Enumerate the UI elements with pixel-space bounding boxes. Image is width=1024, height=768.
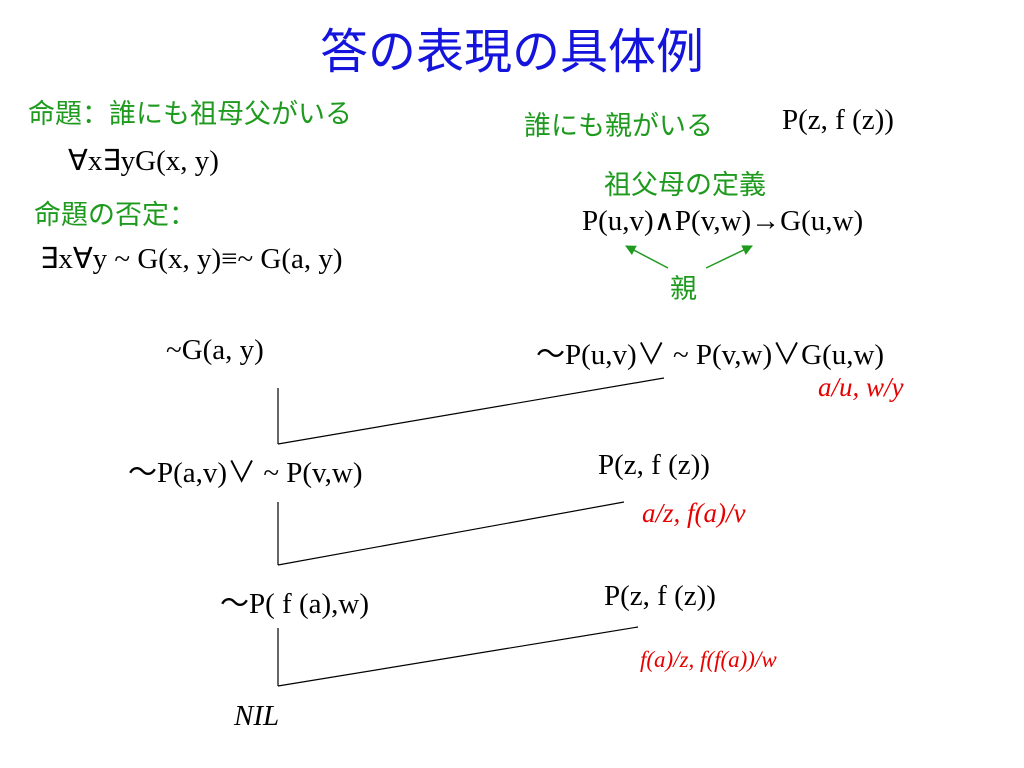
step1-diagonal-line	[277, 377, 665, 445]
substitution-2: a/z, f(a)/v	[642, 498, 746, 528]
page-title: 答の表現の具体例	[319, 24, 704, 80]
axiom-grandparent-clause: ～P(u,v)∨ ~ P(v,w)∨G(u,w)	[536, 339, 885, 371]
parent-arrow-left	[625, 245, 669, 269]
clause-resolvent-1: ～P(a,v)∨ ~ P(v,w)	[128, 457, 363, 489]
proposition-formula: ∀x∃yG(x, y)	[68, 145, 219, 177]
substitution-3: f(a)/z, f(f(a))/w	[640, 647, 777, 672]
parent-label: 誰にも親がいる	[524, 111, 713, 142]
proposition-label: 命題：誰にも祖母父がいる	[28, 99, 352, 130]
clause-negated-goal: ~G(a, y)	[166, 334, 264, 366]
parent-formula: P(z, f (z))	[782, 104, 894, 136]
step2-diagonal-line	[277, 501, 625, 566]
parent-annotation: 親	[670, 274, 697, 305]
axiom-parent-clause-1: P(z, f (z))	[598, 449, 710, 481]
substitution-1: a/u, w/y	[818, 372, 904, 402]
clause-resolvent-2: ～P( f (a),w)	[220, 588, 369, 620]
step3-diagonal-line	[277, 626, 639, 687]
negation-label: 命題の否定：	[34, 200, 196, 231]
result-nil: NIL	[234, 700, 280, 732]
parent-arrow-right	[705, 245, 753, 269]
negation-formula: ∃x∀y ~ G(x, y)≡~ G(a, y)	[40, 243, 343, 275]
grandparent-definition-label: 祖父母の定義	[604, 170, 766, 201]
grandparent-definition-formula: P(u,v)∧P(v,w)→G(u,w)	[582, 205, 864, 237]
axiom-parent-clause-2: P(z, f (z))	[604, 580, 716, 612]
